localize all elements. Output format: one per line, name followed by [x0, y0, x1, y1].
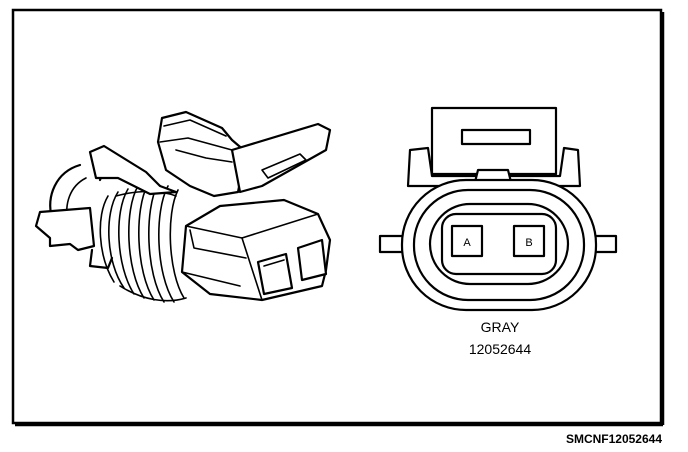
- frame: [11, 8, 665, 427]
- connector-face-view: A B GRAY 12052644: [378, 106, 618, 357]
- face-outer-oval: [400, 178, 598, 312]
- latch-lever: [230, 122, 332, 194]
- latch-slot: [261, 153, 307, 179]
- terminal-cavity-2: [296, 238, 328, 282]
- connector-part-number: 12052644: [469, 341, 532, 357]
- terminal-a: A: [450, 224, 484, 258]
- face-latch-window: [460, 128, 532, 146]
- face-terminal-plate: [440, 212, 558, 276]
- connector-color-label: GRAY: [481, 319, 520, 335]
- face-left-pin: [378, 234, 406, 254]
- terminal-b-label: B: [525, 237, 532, 249]
- figure-code: SMCNF12052644: [566, 432, 662, 446]
- terminal-a-label: A: [463, 237, 471, 249]
- terminal-cavity-1: [256, 252, 294, 296]
- terminal-b: B: [512, 224, 546, 258]
- latch-base: [88, 144, 178, 196]
- left-mounting-tab: [34, 206, 96, 252]
- seal-ribs: [99, 183, 187, 303]
- latch-arm: [156, 110, 248, 198]
- connector-isometric-view: [34, 110, 332, 303]
- face-inner-seal: [428, 202, 570, 286]
